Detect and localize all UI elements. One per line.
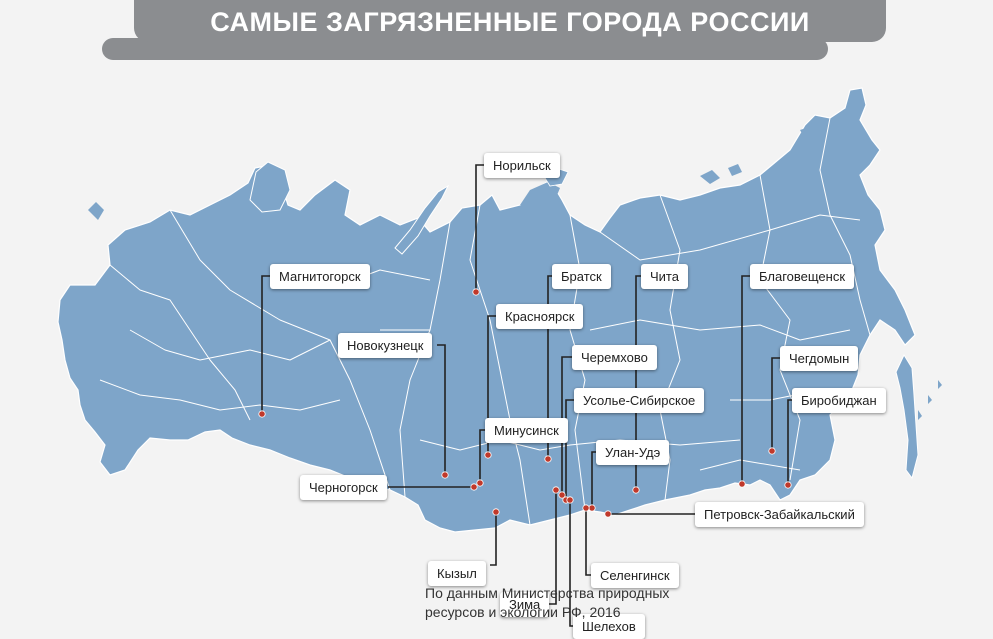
region-border bbox=[819, 117, 871, 336]
marker-magnitogorsk[interactable] bbox=[258, 410, 266, 418]
marker-birobidzhan[interactable] bbox=[784, 481, 792, 489]
label-kyzyl[interactable]: Кызыл bbox=[428, 561, 486, 586]
region-border bbox=[129, 329, 331, 361]
label-krasnoyarsk[interactable]: Красноярск bbox=[496, 304, 584, 329]
page-title: САМЫЕ ЗАГРЯЗНЕННЫЕ ГОРОДА РОССИИ bbox=[210, 6, 810, 37]
new-siberian-islands bbox=[700, 164, 742, 184]
taymyr-peninsula bbox=[520, 182, 560, 206]
marker-chernogorsk[interactable] bbox=[470, 483, 478, 491]
label-usolye[interactable]: Усолье-Сибирское bbox=[574, 388, 705, 413]
connector-novokuznetsk bbox=[437, 344, 446, 475]
marker-kyzyl[interactable] bbox=[492, 508, 500, 516]
novaya-zemlya bbox=[394, 184, 450, 255]
marker-ulan-ude[interactable] bbox=[588, 504, 596, 512]
region-border bbox=[659, 194, 681, 501]
marker-blagoveshchensk[interactable] bbox=[738, 480, 746, 488]
label-zima[interactable]: Зима bbox=[500, 592, 550, 617]
marker-cheremkhovo[interactable] bbox=[558, 491, 566, 499]
label-selenginsk[interactable]: Селенгинск bbox=[591, 563, 679, 588]
marker-minusinsk[interactable] bbox=[476, 479, 484, 487]
label-novokuznetsk[interactable]: Новокузнецк bbox=[338, 333, 433, 358]
label-blagoveshchensk[interactable]: Благовещенск bbox=[750, 264, 855, 289]
label-chegdomyn[interactable]: Чегдомын bbox=[780, 346, 859, 371]
source-note: По данным Министерства природных ресурсо… bbox=[425, 585, 670, 620]
label-birobidzhan[interactable]: Биробиджан bbox=[792, 388, 886, 413]
label-chernogorsk[interactable]: Черногорск bbox=[300, 475, 387, 500]
marker-petrovsk[interactable] bbox=[604, 510, 612, 518]
region-border bbox=[419, 439, 741, 451]
title-banner-shadow bbox=[102, 38, 828, 60]
label-petrovsk[interactable]: Петровск-Забайкальский bbox=[695, 502, 864, 527]
label-chita[interactable]: Чита bbox=[641, 264, 688, 289]
kaliningrad bbox=[88, 202, 104, 220]
marker-zima[interactable] bbox=[552, 486, 560, 494]
marker-norilsk[interactable] bbox=[472, 288, 480, 296]
label-bratsk[interactable]: Братск bbox=[552, 264, 611, 289]
label-cheremkhovo[interactable]: Черемхово bbox=[572, 345, 657, 370]
connector-kyzyl bbox=[490, 512, 497, 566]
marker-chegdomyn[interactable] bbox=[768, 447, 776, 455]
region-border bbox=[469, 204, 531, 526]
marker-bratsk[interactable] bbox=[544, 455, 552, 463]
region-border bbox=[169, 209, 391, 491]
region-border bbox=[109, 264, 251, 421]
region-border bbox=[589, 319, 851, 341]
marker-chita[interactable] bbox=[632, 486, 640, 494]
kuril-islands bbox=[918, 380, 942, 420]
connector-cheremkhovo bbox=[561, 356, 576, 495]
marker-novokuznetsk[interactable] bbox=[441, 471, 449, 479]
marker-krasnoyarsk[interactable] bbox=[484, 451, 492, 459]
region-border bbox=[599, 214, 861, 261]
marker-selenginsk[interactable] bbox=[582, 504, 590, 512]
sakhalin-island bbox=[895, 353, 919, 480]
label-ulan-ude[interactable]: Улан-Удэ bbox=[596, 440, 670, 465]
wrangel-island bbox=[800, 126, 816, 137]
region-border bbox=[99, 379, 341, 411]
connector-zima bbox=[548, 490, 557, 605]
label-magnitogorsk[interactable]: Магнитогорск bbox=[270, 264, 370, 289]
title-banner: САМЫЕ ЗАГРЯЗНЕННЫЕ ГОРОДА РОССИИ bbox=[134, 0, 886, 42]
label-minusinsk[interactable]: Минусинск bbox=[485, 418, 568, 443]
city-markers bbox=[258, 288, 792, 518]
kola-peninsula bbox=[249, 161, 291, 213]
marker-shelekhov[interactable] bbox=[566, 496, 574, 504]
label-norilsk[interactable]: Норильск bbox=[484, 153, 560, 178]
